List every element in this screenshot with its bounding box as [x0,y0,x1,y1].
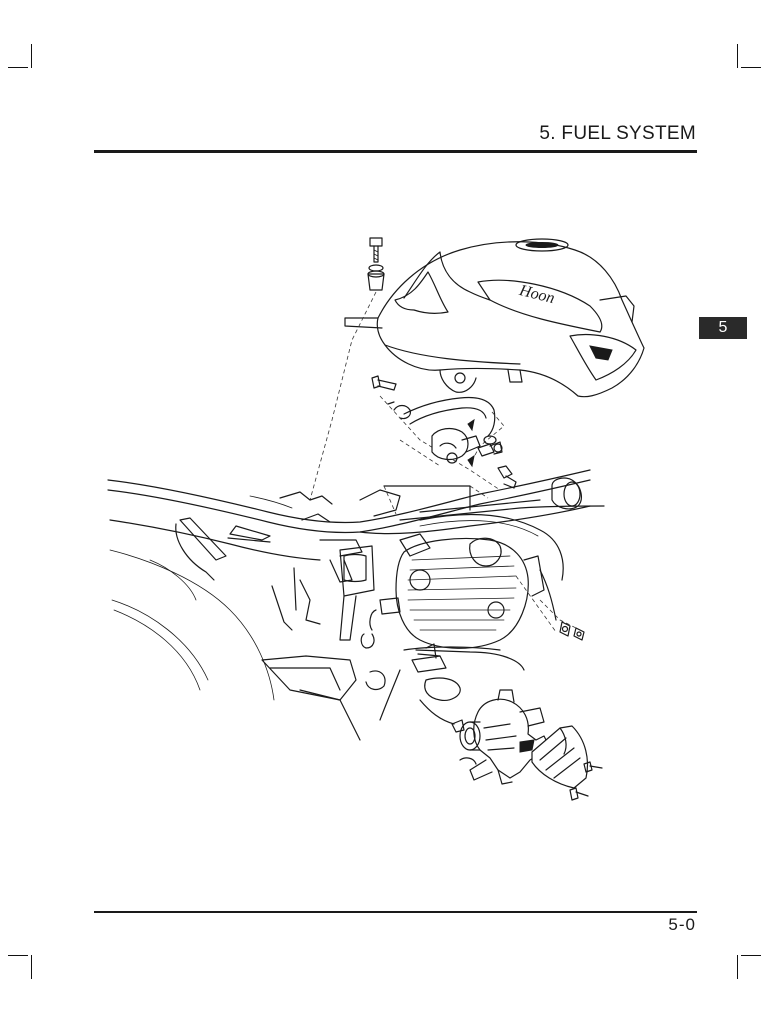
fuel-tank: Hoon [344,238,645,398]
carburetor-cover [531,725,589,789]
chapter-tab: 5 [699,317,747,339]
throttle-cable [415,513,564,671]
carburetor [451,689,551,785]
hose-clamp [387,401,411,420]
crop-mark-top-left-vertical [31,44,32,68]
fuel-cock [431,427,481,464]
crop-mark-bottom-right-horizontal [741,955,761,956]
page-title: 5. FUEL SYSTEM [539,123,696,144]
crop-mark-top-right-vertical [737,44,738,68]
tank-mount-bolt [367,237,385,291]
fuel-filter-small [497,465,517,489]
crop-mark-bottom-left-horizontal [8,955,28,956]
crop-mark-top-left-horizontal [8,67,28,68]
crop-mark-bottom-right-vertical [737,955,738,979]
engine [299,533,557,741]
header-rule [94,150,697,153]
footer-rule [94,911,697,913]
cover-screw-lower [569,787,589,801]
engine-mount-nuts [539,599,585,641]
frame [107,469,605,701]
crop-mark-top-right-horizontal [741,67,761,68]
page-number: 5-0 [668,915,696,934]
fuel-cock-bolt [371,375,397,391]
crop-mark-bottom-left-vertical [31,955,32,979]
vacuum-tube-fitting [477,441,503,457]
cover-screw-upper [583,761,603,773]
air-cleaner-cap [551,477,582,510]
